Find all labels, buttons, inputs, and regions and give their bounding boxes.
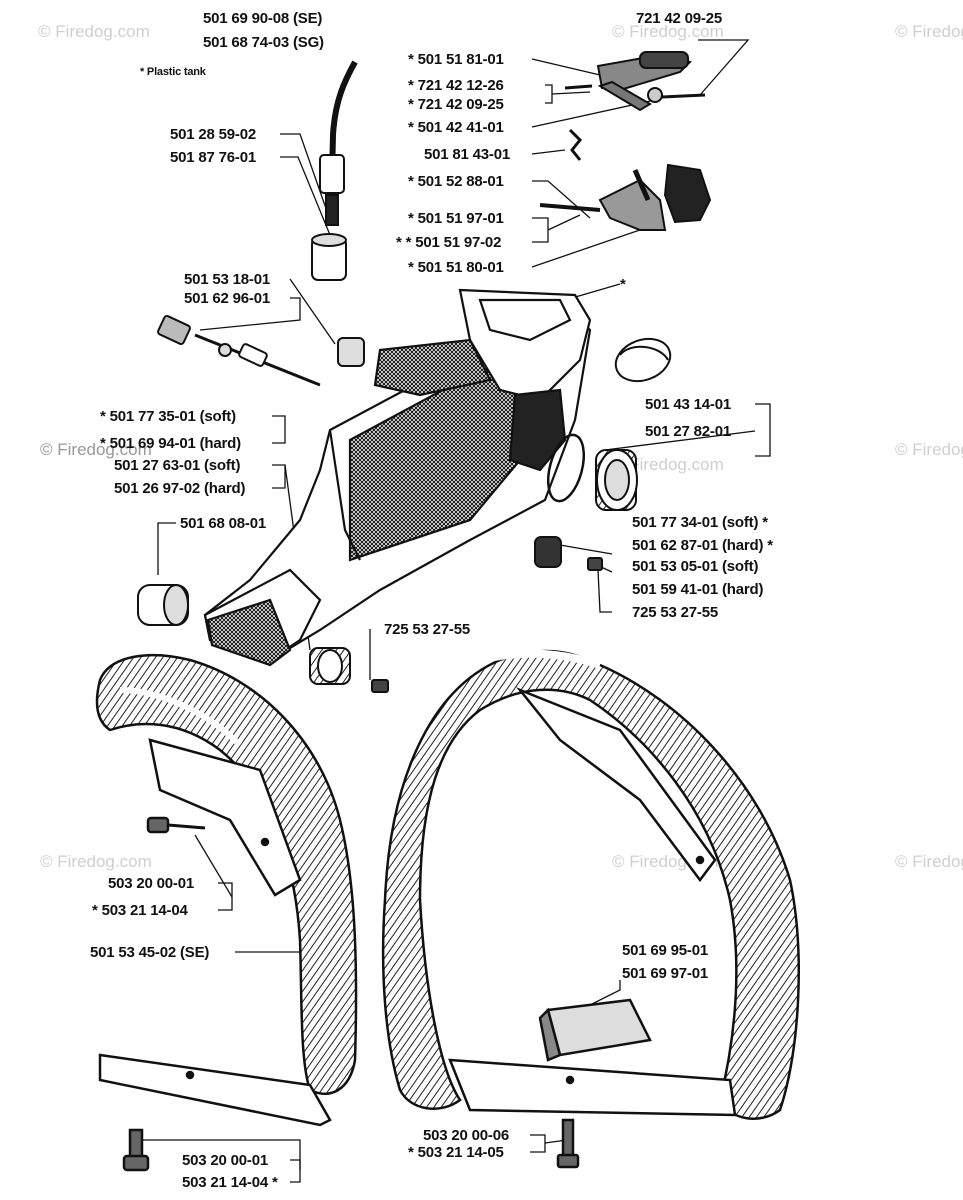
part-label: * 503 21 14-04	[92, 902, 188, 919]
part-label: 501 53 18-01	[184, 271, 271, 288]
part-label: 721 42 09-25	[636, 10, 723, 27]
part-label: 503 20 00-01	[182, 1152, 269, 1169]
part-label: 501 26 97-02 (hard)	[114, 480, 246, 497]
watermark: © Firedog.com	[612, 455, 724, 474]
part-label: 501 69 95-01	[622, 942, 709, 959]
part-label: 501 87 76-01	[170, 149, 257, 166]
note-label: * Plastic tank	[140, 66, 206, 78]
watermark: © Firedog.com	[895, 22, 963, 41]
part-label: * 503 21 14-05	[408, 1144, 504, 1161]
part-label: * 501 51 81-01	[408, 51, 504, 68]
part-label: 501 28 59-02	[170, 126, 257, 143]
asterisk-label: *	[620, 276, 626, 293]
part-label: * 501 51 80-01	[408, 259, 504, 276]
part-label: 501 68 08-01	[180, 515, 267, 532]
part-label: 501 53 45-02 (SE)	[90, 944, 210, 961]
watermark: © Firedog.com	[895, 440, 963, 459]
part-label: 503 20 00-01	[108, 875, 195, 892]
part-label: 501 62 96-01	[184, 290, 271, 307]
part-label: 501 27 82-01	[645, 423, 732, 440]
part-label: 725 53 27-55	[632, 604, 719, 621]
part-label: 501 69 97-01	[622, 965, 709, 982]
part-label: 725 53 27-55	[384, 621, 471, 638]
watermark: © Firedog.com	[895, 852, 963, 871]
part-label: * 501 51 97-01	[408, 210, 504, 227]
watermark: © Firedog.com	[612, 22, 724, 41]
part-label: * * 501 51 97-02	[396, 234, 502, 251]
watermark: © Firedog.com	[38, 22, 150, 41]
part-label: 501 27 63-01 (soft)	[114, 457, 241, 474]
part-label: 501 69 90-08 (SE)	[203, 10, 323, 27]
watermark: © Firedog.com	[40, 440, 152, 459]
part-label: 503 21 14-04 *	[182, 1174, 278, 1191]
part-label: 501 77 34-01 (soft) *	[632, 514, 768, 531]
watermark: © Firedog.com	[40, 852, 152, 871]
part-label: * 501 69 94-01 (hard)	[100, 435, 241, 452]
part-label: 501 53 05-01 (soft)	[632, 558, 759, 575]
part-label: * 501 77 35-01 (soft)	[100, 408, 236, 425]
part-label: * 721 42 09-25	[408, 96, 504, 113]
part-label: 501 59 41-01 (hard)	[632, 581, 764, 598]
part-label: 501 81 43-01	[424, 146, 511, 163]
part-label: 501 62 87-01 (hard) *	[632, 537, 773, 554]
part-label: 501 68 74-03 (SG)	[203, 34, 324, 51]
part-label: * 501 42 41-01	[408, 119, 504, 136]
part-label: 503 20 00-06	[423, 1127, 510, 1144]
part-label: * 501 52 88-01	[408, 173, 504, 190]
part-label: * 721 42 12-26	[408, 77, 504, 94]
part-label: 501 43 14-01	[645, 396, 732, 413]
